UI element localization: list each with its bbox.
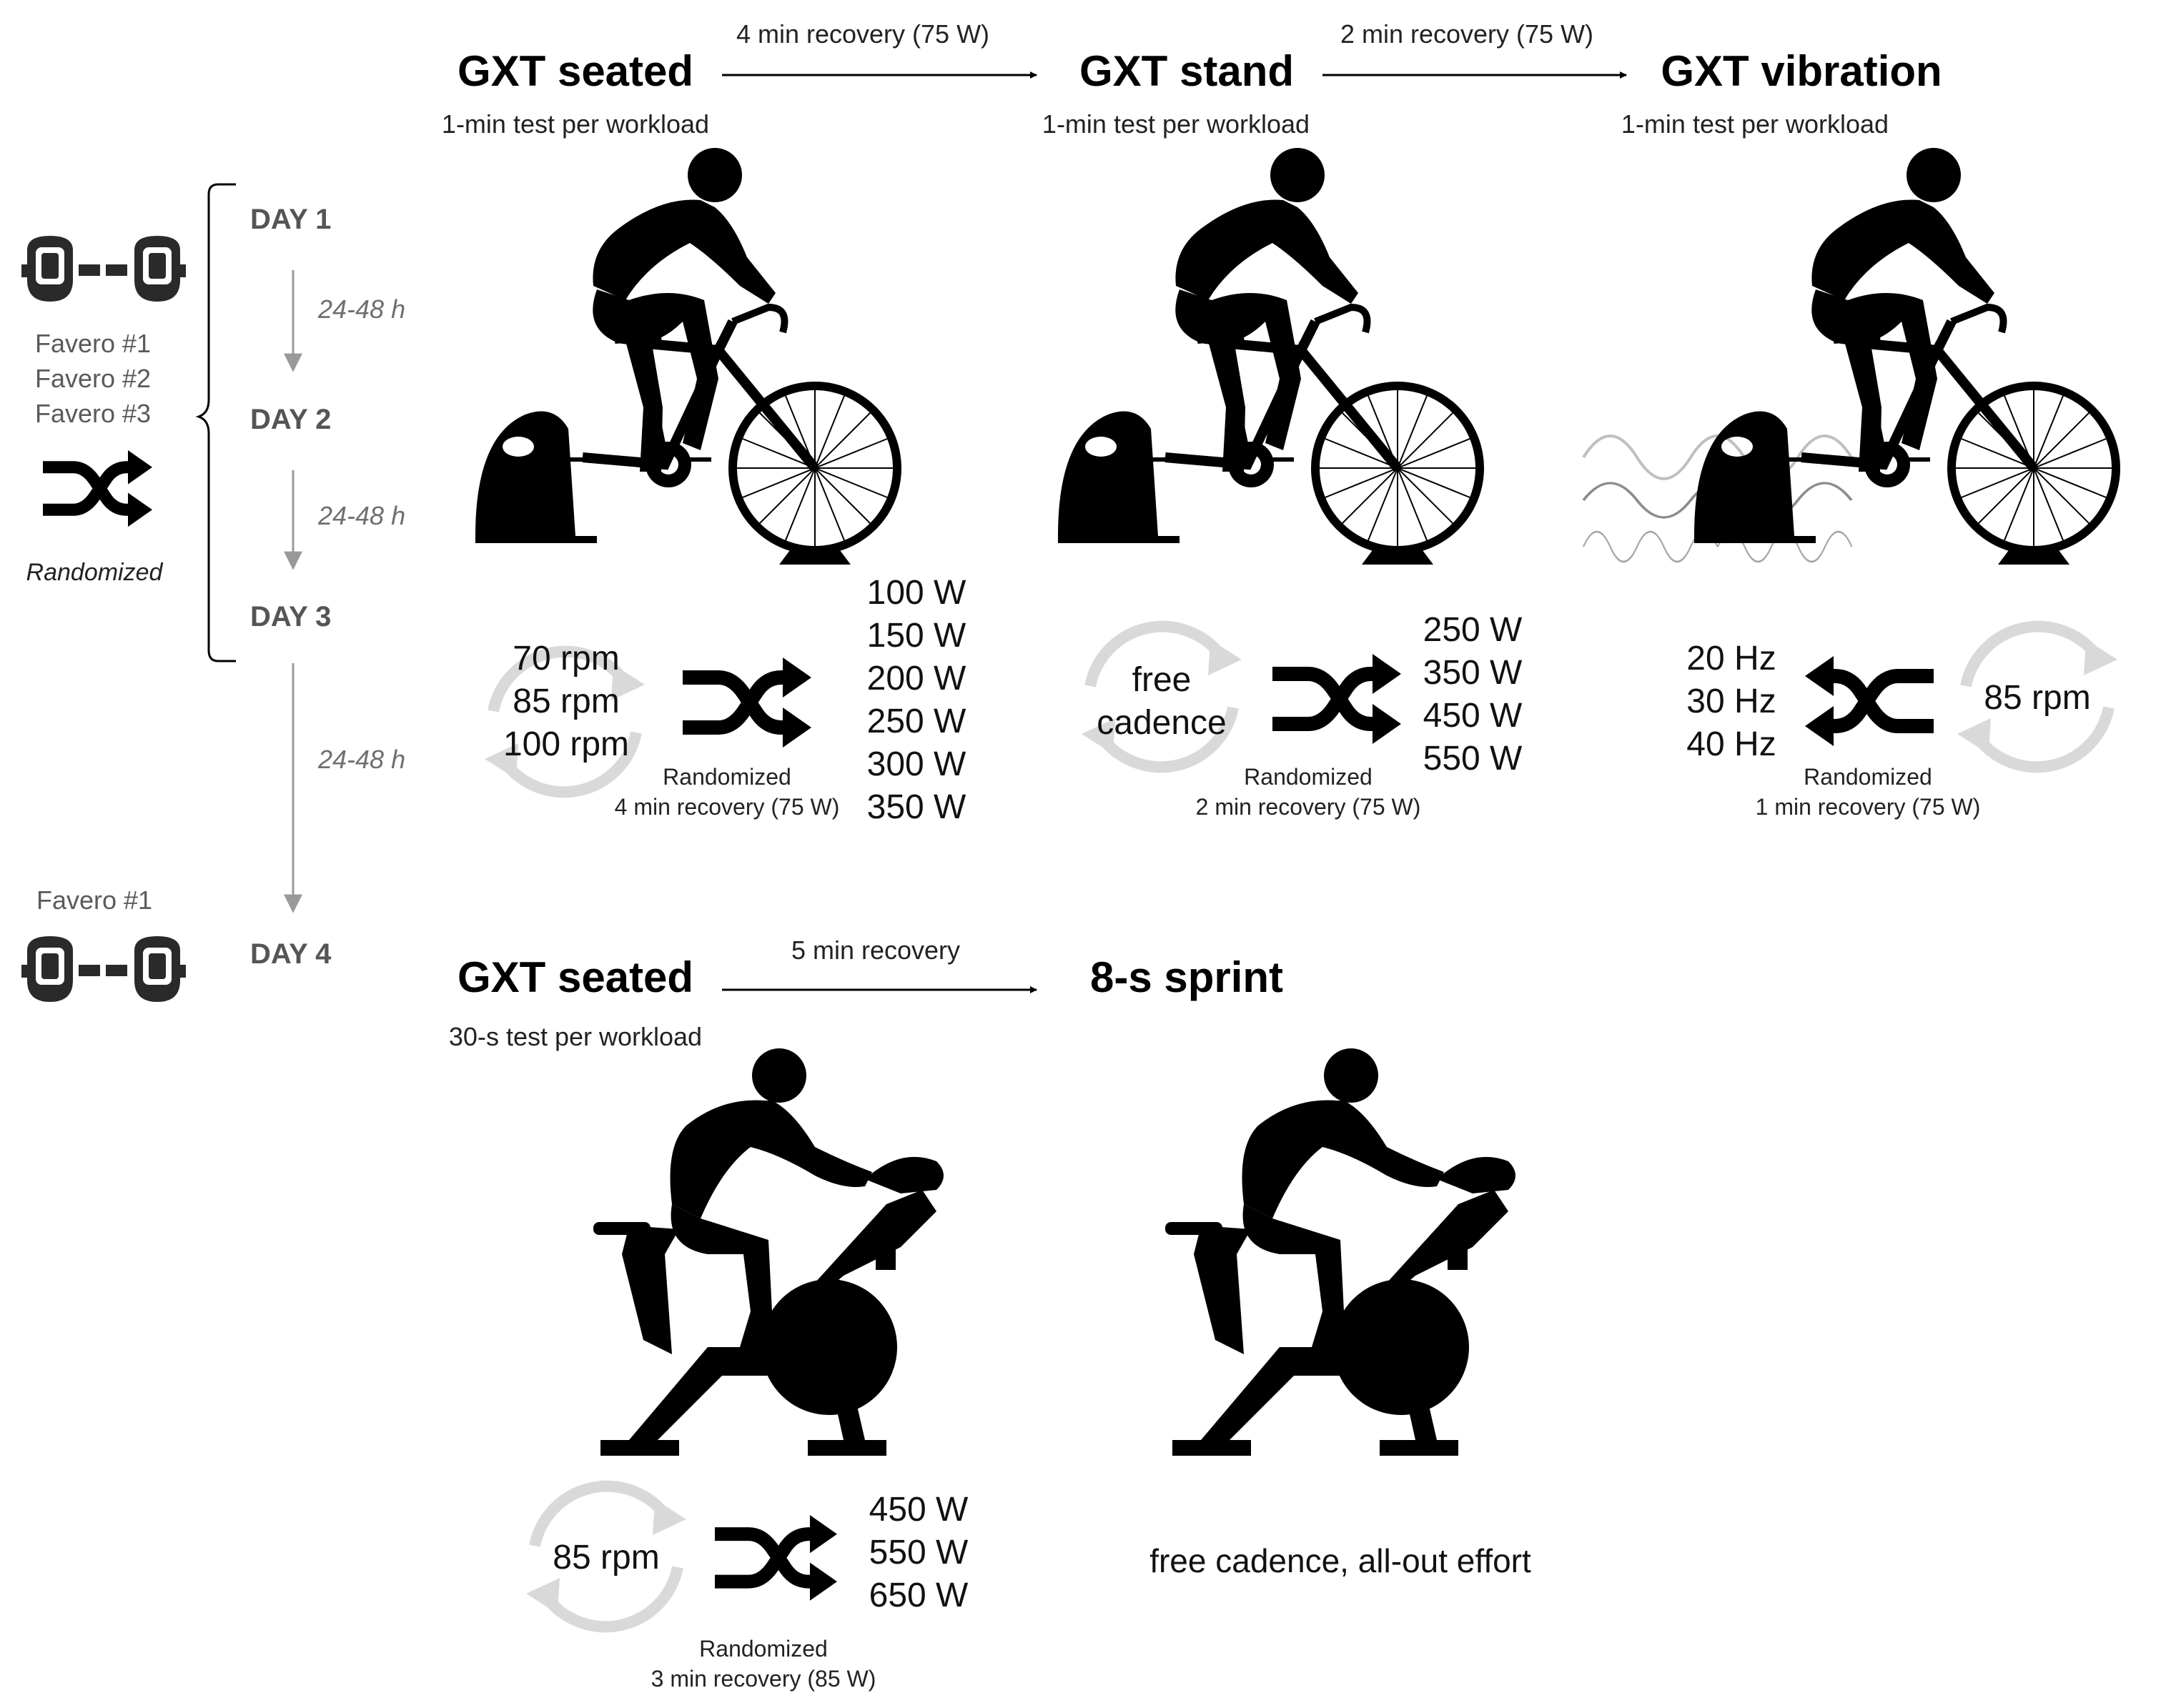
- workload-day4-550: 550 W: [869, 1534, 969, 1572]
- shuffle-icon-stand: [1272, 654, 1401, 744]
- cyclist-trainer-icon-vibration: [1694, 148, 2116, 565]
- cadence-day4: 85 rpm: [553, 1539, 659, 1577]
- workload-stand-450: 450 W: [1423, 697, 1523, 735]
- workload-200: 200 W: [867, 660, 966, 697]
- cadence-85: 85 rpm: [513, 682, 619, 720]
- pedal-label-1: Favero #1: [35, 329, 151, 358]
- frequency-20: 20 Hz: [1686, 640, 1776, 677]
- randomized-seated: Randomized: [663, 764, 791, 790]
- interval-label-3: 24-48 h: [317, 745, 405, 774]
- randomized-stand: Randomized: [1244, 764, 1373, 790]
- sprint-description: free cadence, all-out effort: [1149, 1542, 1531, 1579]
- stage-title-gxt-stand: GXT stand: [1079, 47, 1294, 95]
- recovery-day4: 3 min recovery (85 W): [651, 1666, 876, 1692]
- recovery-seated: 4 min recovery (75 W): [615, 794, 840, 820]
- stage-title-sprint: 8-s sprint: [1090, 953, 1283, 1001]
- recovery-stand: 2 min recovery (75 W): [1196, 794, 1421, 820]
- transition-label-stand-vibration: 2 min recovery (75 W): [1340, 19, 1593, 49]
- stage-title-gxt-vibration: GXT vibration: [1661, 47, 1942, 95]
- day-4-label: DAY 4: [250, 938, 332, 970]
- cyclist-spin-bike-icon-seated: [593, 1048, 944, 1456]
- shuffle-icon: [43, 450, 152, 527]
- frequency-40: 40 Hz: [1686, 725, 1776, 763]
- transition-label-seated-stand: 4 min recovery (75 W): [736, 19, 989, 49]
- workload-300: 300 W: [867, 745, 966, 783]
- pedal-label-day4: Favero #1: [36, 885, 152, 915]
- free-cadence-line2: cadence: [1097, 704, 1226, 742]
- stage-title-gxt-seated-day4: GXT seated: [458, 953, 693, 1001]
- workload-day4-450: 450 W: [869, 1491, 969, 1529]
- recovery-vibration: 1 min recovery (75 W): [1756, 794, 1981, 820]
- pedal-label-3: Favero #3: [35, 399, 151, 428]
- workload-stand-350: 350 W: [1423, 654, 1523, 692]
- workload-250: 250 W: [867, 702, 966, 740]
- cadence-70: 70 rpm: [513, 640, 619, 677]
- stage-subtitle-gxt-vibration: 1-min test per workload: [1621, 109, 1889, 139]
- shuffle-icon-vibration: [1805, 656, 1934, 746]
- workload-day4-650: 650 W: [869, 1577, 969, 1614]
- day-brace: [195, 183, 236, 662]
- interval-label-2: 24-48 h: [317, 501, 405, 530]
- cadence-100: 100 rpm: [503, 725, 629, 763]
- stage-subtitle-gxt-stand: 1-min test per workload: [1042, 109, 1310, 139]
- stage-title-gxt-seated: GXT seated: [458, 47, 693, 95]
- pedal-icon: [21, 236, 186, 302]
- randomized-vibration: Randomized: [1804, 764, 1932, 790]
- day-1-label: DAY 1: [250, 204, 331, 235]
- cyclist-trainer-icon-stand: [1058, 148, 1480, 565]
- day-2-label: DAY 2: [250, 404, 331, 435]
- stage-subtitle-gxt-seated-day4: 30-s test per workload: [449, 1022, 702, 1051]
- workload-stand-250: 250 W: [1423, 611, 1523, 649]
- free-cadence-line1: free: [1132, 661, 1192, 699]
- shuffle-icon-day4: [715, 1515, 837, 1601]
- workload-stand-550: 550 W: [1423, 740, 1523, 778]
- cadence-vibration: 85 rpm: [1984, 679, 2090, 717]
- workload-100: 100 W: [867, 574, 966, 612]
- cyclist-trainer-icon-seated: [475, 148, 897, 565]
- pedal-label-2: Favero #2: [35, 364, 151, 393]
- interval-label-1: 24-48 h: [317, 294, 405, 324]
- stage-subtitle-gxt-seated: 1-min test per workload: [442, 109, 709, 139]
- frequency-30: 30 Hz: [1686, 682, 1776, 720]
- cyclist-spin-bike-icon-sprint: [1165, 1048, 1515, 1456]
- transition-label-seated-sprint: 5 min recovery: [791, 935, 960, 965]
- workload-350: 350 W: [867, 788, 966, 826]
- pedal-icon-day4: [21, 936, 186, 1002]
- shuffle-icon-seated: [683, 657, 811, 748]
- randomized-label-left: Randomized: [26, 559, 164, 586]
- workload-150: 150 W: [867, 617, 966, 655]
- randomized-day4: Randomized: [699, 1636, 828, 1662]
- day-3-label: DAY 3: [250, 601, 331, 632]
